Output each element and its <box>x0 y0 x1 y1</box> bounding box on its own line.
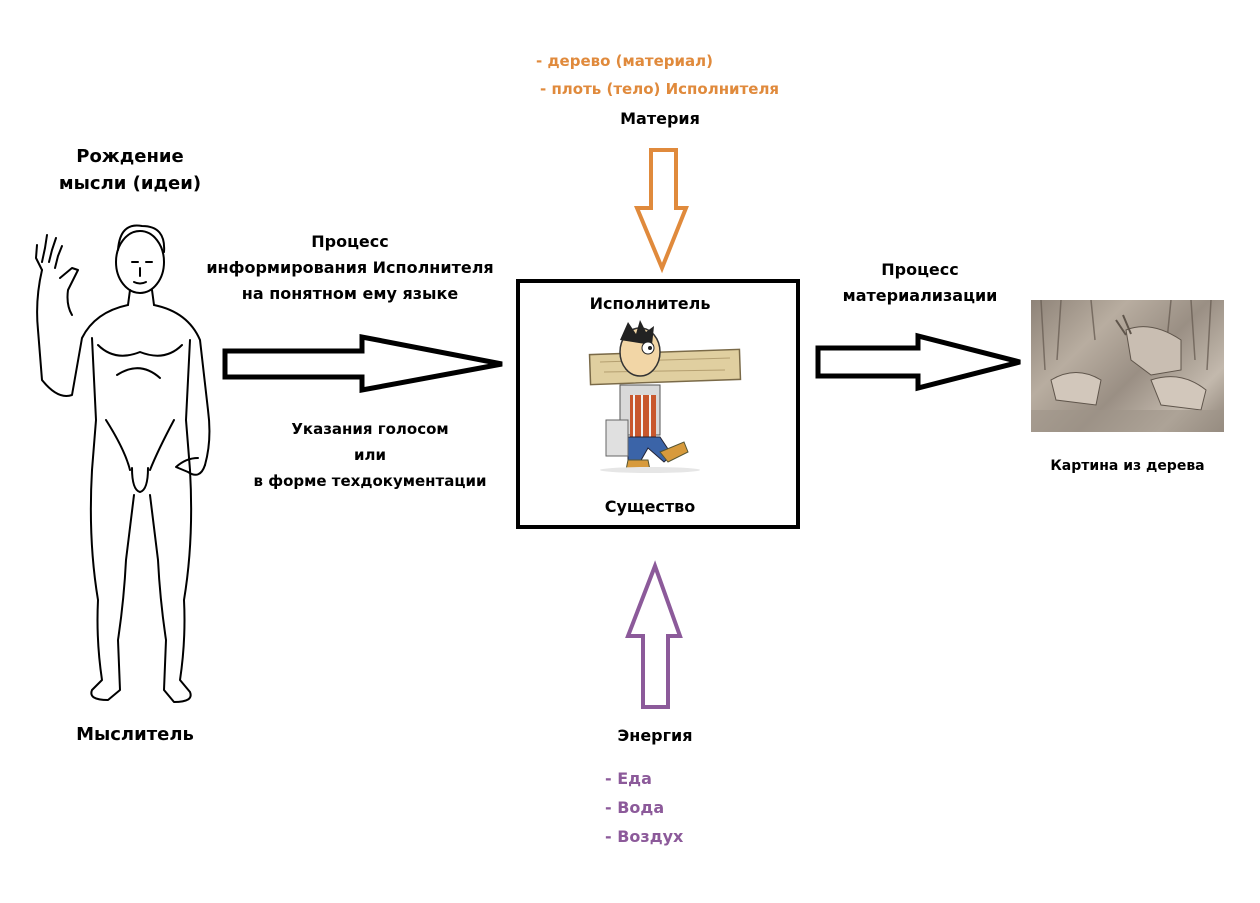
matter-item-flesh: - плоть (тело) Исполнителя <box>540 80 780 98</box>
energy-item-water: - Вода <box>605 798 665 817</box>
informing-method-line-3: в форме техдокументации <box>253 472 487 490</box>
wood-carving-detail <box>1031 300 1224 432</box>
human-figure-outline-icon <box>35 224 211 703</box>
wood-carving-picture-icon <box>1031 300 1224 432</box>
informing-method-line-2: или <box>353 446 386 464</box>
informing-method-line-1: Указания голосом <box>291 420 449 438</box>
informing-heading-line-3: на понятном ему языке <box>241 284 459 303</box>
informing-heading: Процесс информирования Исполнителя на по… <box>180 229 520 307</box>
materialization-heading-line-1: Процесс <box>881 260 959 279</box>
idea-birth-heading: Рождение мысли (идеи) <box>40 143 220 197</box>
matter-label: Материя <box>620 109 700 128</box>
idea-birth-line-2: мысли (идеи) <box>58 173 202 194</box>
result-label: Картина из дерева <box>1050 458 1205 474</box>
materialization-heading: Процесс материализации <box>820 257 1020 309</box>
energy-item-air: - Воздух <box>605 827 684 846</box>
energy-label: Энергия <box>617 726 693 745</box>
energy-item-food: - Еда <box>605 769 652 788</box>
idea-birth-line-1: Рождение <box>76 146 184 167</box>
materialization-arrow <box>815 332 1021 392</box>
worker-carrying-plank-icon <box>588 320 742 473</box>
matter-item-wood: - дерево (материал) <box>536 52 713 70</box>
informing-arrow <box>222 333 503 394</box>
energy-arrow <box>625 560 683 709</box>
executor-box <box>516 279 800 529</box>
informing-heading-line-1: Процесс <box>311 232 389 251</box>
executor-title: Исполнитель <box>589 294 711 313</box>
informing-heading-line-2: информирования Исполнителя <box>206 258 494 277</box>
thinker-label: Мыслитель <box>76 724 194 745</box>
matter-arrow <box>634 148 689 274</box>
materialization-heading-line-2: материализации <box>842 286 998 305</box>
informing-methods: Указания голосом или в форме техдокумент… <box>240 416 500 494</box>
executor-subtitle: Существо <box>604 497 696 516</box>
